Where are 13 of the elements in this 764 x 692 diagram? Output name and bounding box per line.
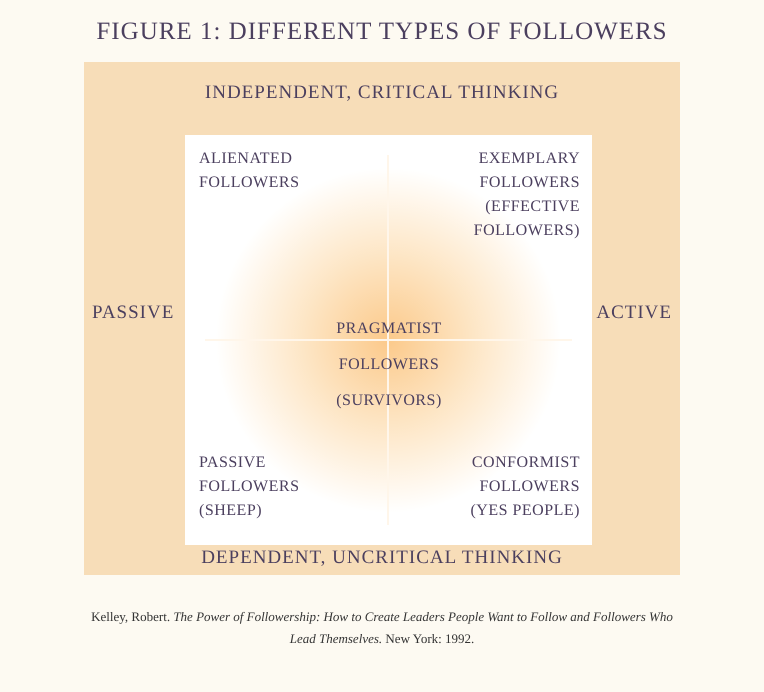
axis-label: INDEPENDENT, CRITICAL THINKING xyxy=(204,82,560,104)
figure-title: FIGURE 1: DIFFERENT TYPES OF FOLLOWERS xyxy=(95,18,669,46)
inner-square xyxy=(185,135,592,545)
quadrant-label: EXEMPLARY FOLLOWERS (EFFECTIVE FOLLOWERS) xyxy=(472,149,580,241)
axis-label: DEPENDENT, UNCRITICAL THINKING xyxy=(200,547,564,569)
quadrant-label: PRAGMATIST FOLLOWERS (SURVIVORS) xyxy=(335,319,443,411)
outer-panel xyxy=(84,62,680,575)
quadrant-label: PASSIVE FOLLOWERS (SHEEP) xyxy=(199,453,300,521)
axis-label: ACTIVE xyxy=(595,302,673,324)
quadrant-label: ALIENATED FOLLOWERS xyxy=(199,149,300,193)
quadrant-label: CONFORMIST FOLLOWERS (YES PEOPLE) xyxy=(469,453,580,521)
citation-caption: Kelley, Robert. The Power of Followership: How to Create Leaders People Want to Follow and Followers Who Lead Themselves. New York: 1992. xyxy=(90,608,674,648)
axis-label: PASSIVE xyxy=(92,302,176,324)
